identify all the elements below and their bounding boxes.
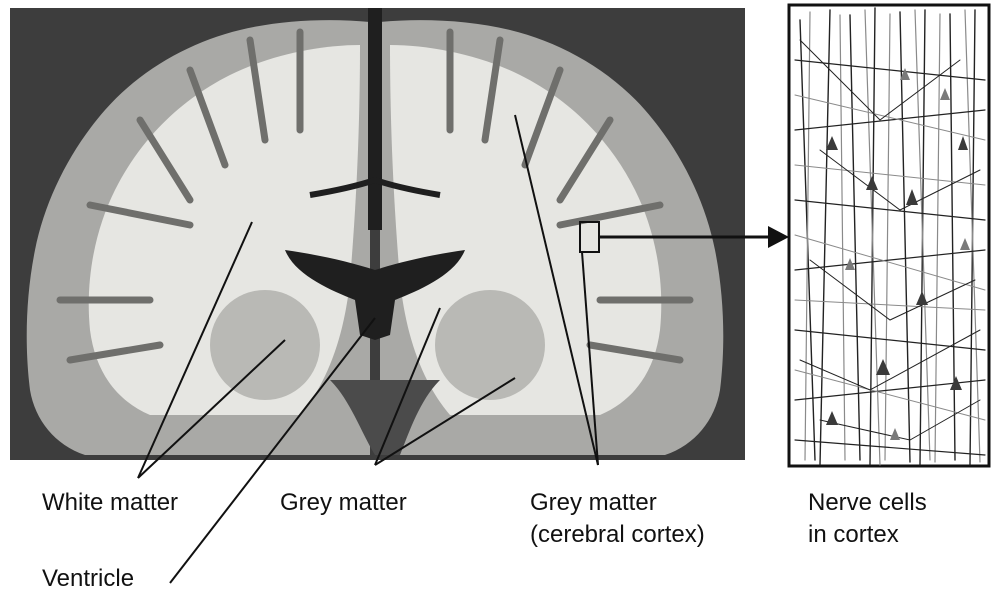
zoom-arrow-head [768, 226, 789, 248]
cortex-label-line1: Grey matter [530, 488, 657, 518]
nerve-cells-label-line2: in cortex [808, 520, 899, 550]
right-deep-grey-matter [435, 290, 545, 400]
cortex-label-line2: (cerebral cortex) [530, 520, 705, 550]
left-deep-grey-matter [210, 290, 320, 400]
white-matter-label: White matter [42, 488, 178, 518]
nerve-cells-label-line1: Nerve cells [808, 488, 927, 518]
grey-matter-label: Grey matter [280, 488, 407, 518]
nerve-cells-panel [789, 5, 989, 466]
brain-section-photo [10, 8, 745, 460]
